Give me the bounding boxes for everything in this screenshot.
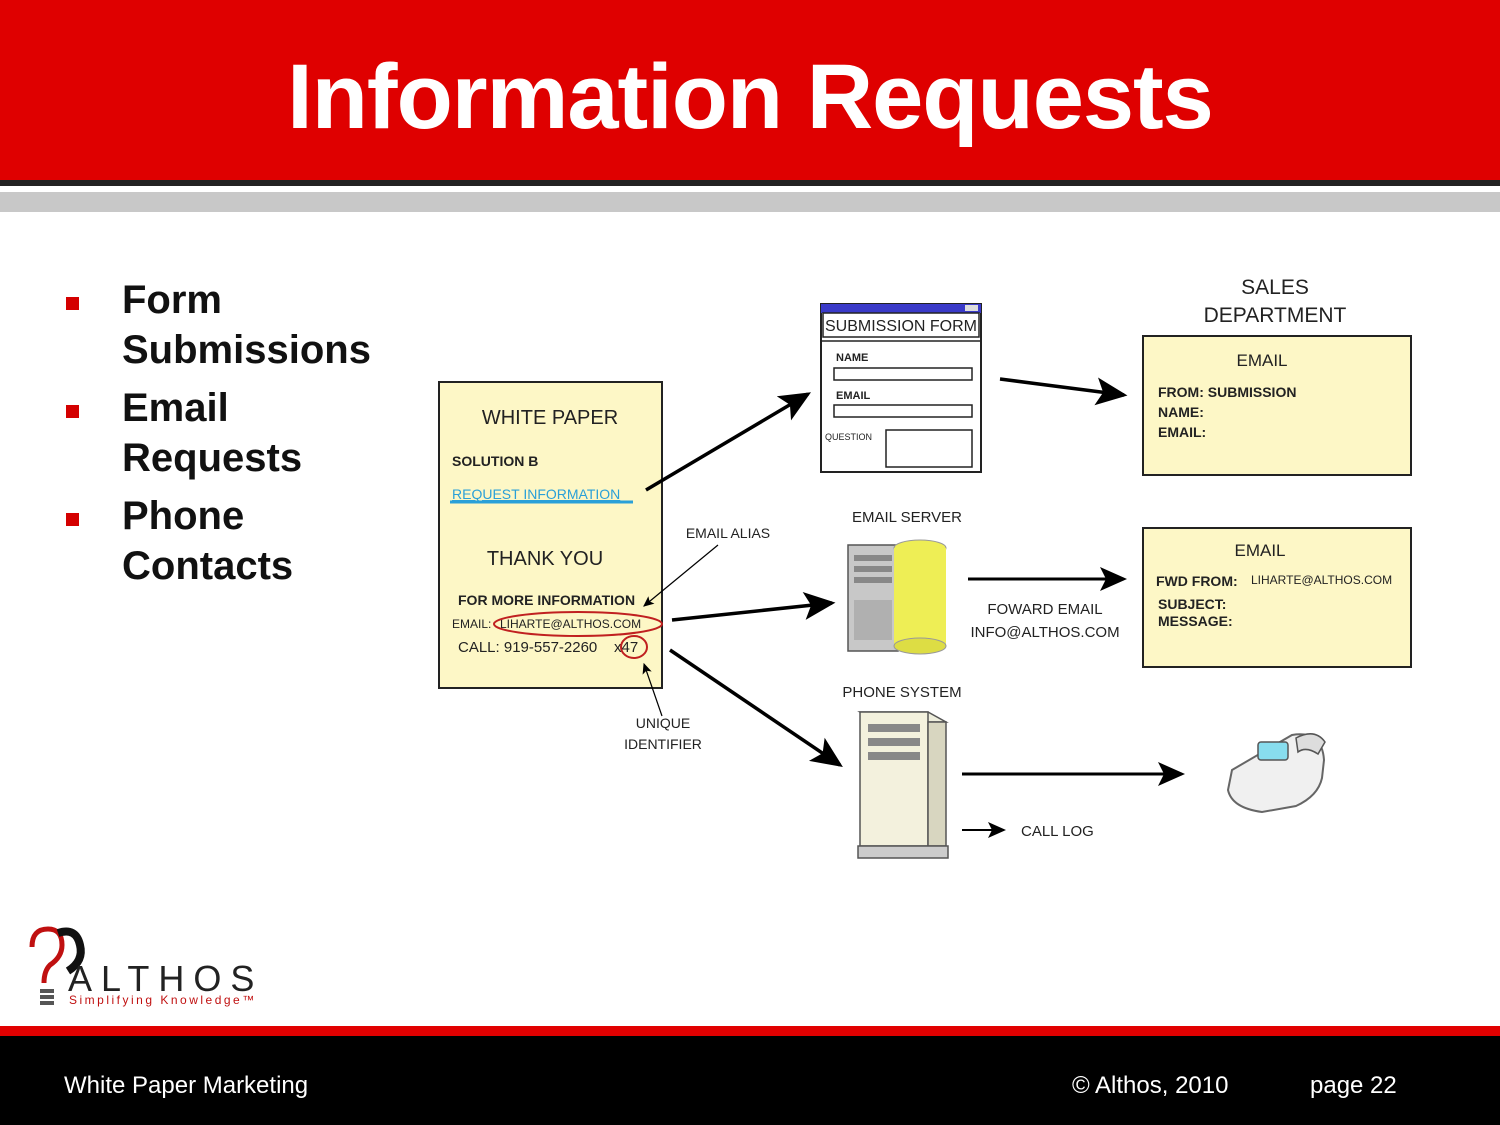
thank-you-label: THANK YOU: [487, 548, 603, 570]
fwd-message-label: MESSAGE:: [1158, 613, 1233, 629]
bullet-line: Requests: [122, 436, 303, 480]
form-email-label: EMAIL: [836, 390, 871, 402]
extension-highlight-circle: [620, 635, 648, 659]
logo-tagline: Simplifying Knowledge™: [69, 993, 257, 1007]
form-email-field[interactable]: [833, 404, 973, 418]
department-label: DEPARTMENT: [1204, 304, 1347, 327]
form-question-field[interactable]: [885, 429, 973, 468]
email-value: LIHARTE@ALTHOS.COM: [500, 617, 641, 631]
request-information-link[interactable]: REQUEST INFORMATION: [452, 486, 620, 502]
arrow-paper-to-server: [671, 592, 836, 622]
bullet-line: Email: [122, 386, 229, 430]
title-banner: Information Requests: [0, 0, 1500, 186]
arrow-unique-identifier-pointer: [642, 662, 663, 717]
header-divider: [0, 192, 1500, 212]
arrow-form-to-sales: [999, 377, 1128, 406]
forward-email-address: INFO@ALTHOS.COM: [970, 624, 1119, 641]
unique-label: UNIQUE: [636, 715, 690, 731]
fwd-from-label: FWD FROM:: [1156, 573, 1238, 589]
call-log-label: CALL LOG: [1021, 823, 1094, 840]
bullet-line: Form: [122, 278, 222, 322]
phone-system-icon: [857, 711, 949, 859]
bullet-line: Contacts: [122, 544, 294, 588]
email-server-icon: [847, 539, 947, 655]
sales-label: SALES: [1241, 276, 1309, 299]
identifier-label: IDENTIFIER: [624, 736, 702, 752]
footer-page-number: page 22: [1310, 1072, 1397, 1099]
sales-email-name: NAME:: [1158, 404, 1204, 420]
bullet-marker: [66, 297, 79, 310]
more-info-label: FOR MORE INFORMATION: [458, 592, 635, 608]
telephone-icon: [1226, 733, 1326, 814]
sales-email-box: [1142, 335, 1412, 476]
white-paper-box: [438, 381, 663, 689]
logo-name: ALTHOS: [68, 958, 264, 999]
email-label: EMAIL:: [452, 617, 491, 631]
form-question-label: QUESTION: [825, 432, 872, 442]
email-server-label: EMAIL SERVER: [852, 509, 962, 526]
footer-course-title: White Paper Marketing: [64, 1072, 309, 1099]
email-alias-label: EMAIL ALIAS: [686, 525, 770, 541]
arrow-email-alias-pointer: [643, 544, 719, 607]
form-window-button: [965, 305, 978, 311]
footer-copyright: © Althos, 2010: [1072, 1072, 1229, 1099]
email-highlight-circle: [493, 611, 663, 637]
solution-label: SOLUTION B: [452, 453, 538, 469]
sales-email-email: EMAIL:: [1158, 424, 1206, 440]
footer-bar: [0, 1036, 1500, 1125]
phone-system-label: PHONE SYSTEM: [842, 684, 961, 701]
submission-form-title: SUBMISSION FORM: [825, 318, 977, 335]
bullet-line: Submissions: [122, 328, 371, 372]
form-titlebar: [821, 304, 981, 313]
sales-email-title: EMAIL: [1236, 351, 1287, 370]
form-name-field[interactable]: [833, 367, 973, 381]
page-title: Information Requests: [287, 46, 1214, 148]
form-name-label: NAME: [836, 352, 868, 364]
footer-accent-bar: [0, 1026, 1500, 1036]
forward-email-title: EMAIL: [1234, 541, 1285, 560]
althos-logo-mark: [29, 926, 85, 1005]
arrow-paper-to-phone-system: [669, 648, 843, 767]
fwd-from-value: LIHARTE@ALTHOS.COM: [1251, 573, 1392, 587]
forward-email-box: [1142, 527, 1412, 668]
arrow-paper-to-form: [645, 392, 812, 492]
bullet-marker: [66, 405, 79, 418]
white-paper-title: WHITE PAPER: [482, 407, 618, 429]
bullet-marker: [66, 513, 79, 526]
forward-email-label: FOWARD EMAIL: [987, 601, 1102, 618]
fwd-subject-label: SUBJECT:: [1158, 596, 1226, 612]
form-title-box: [822, 312, 980, 338]
extension-value: x47: [614, 639, 638, 656]
call-label: CALL: 919-557-2260: [458, 639, 597, 656]
bullet-line: Phone: [122, 494, 245, 538]
sales-email-from: FROM: SUBMISSION: [1158, 384, 1296, 400]
